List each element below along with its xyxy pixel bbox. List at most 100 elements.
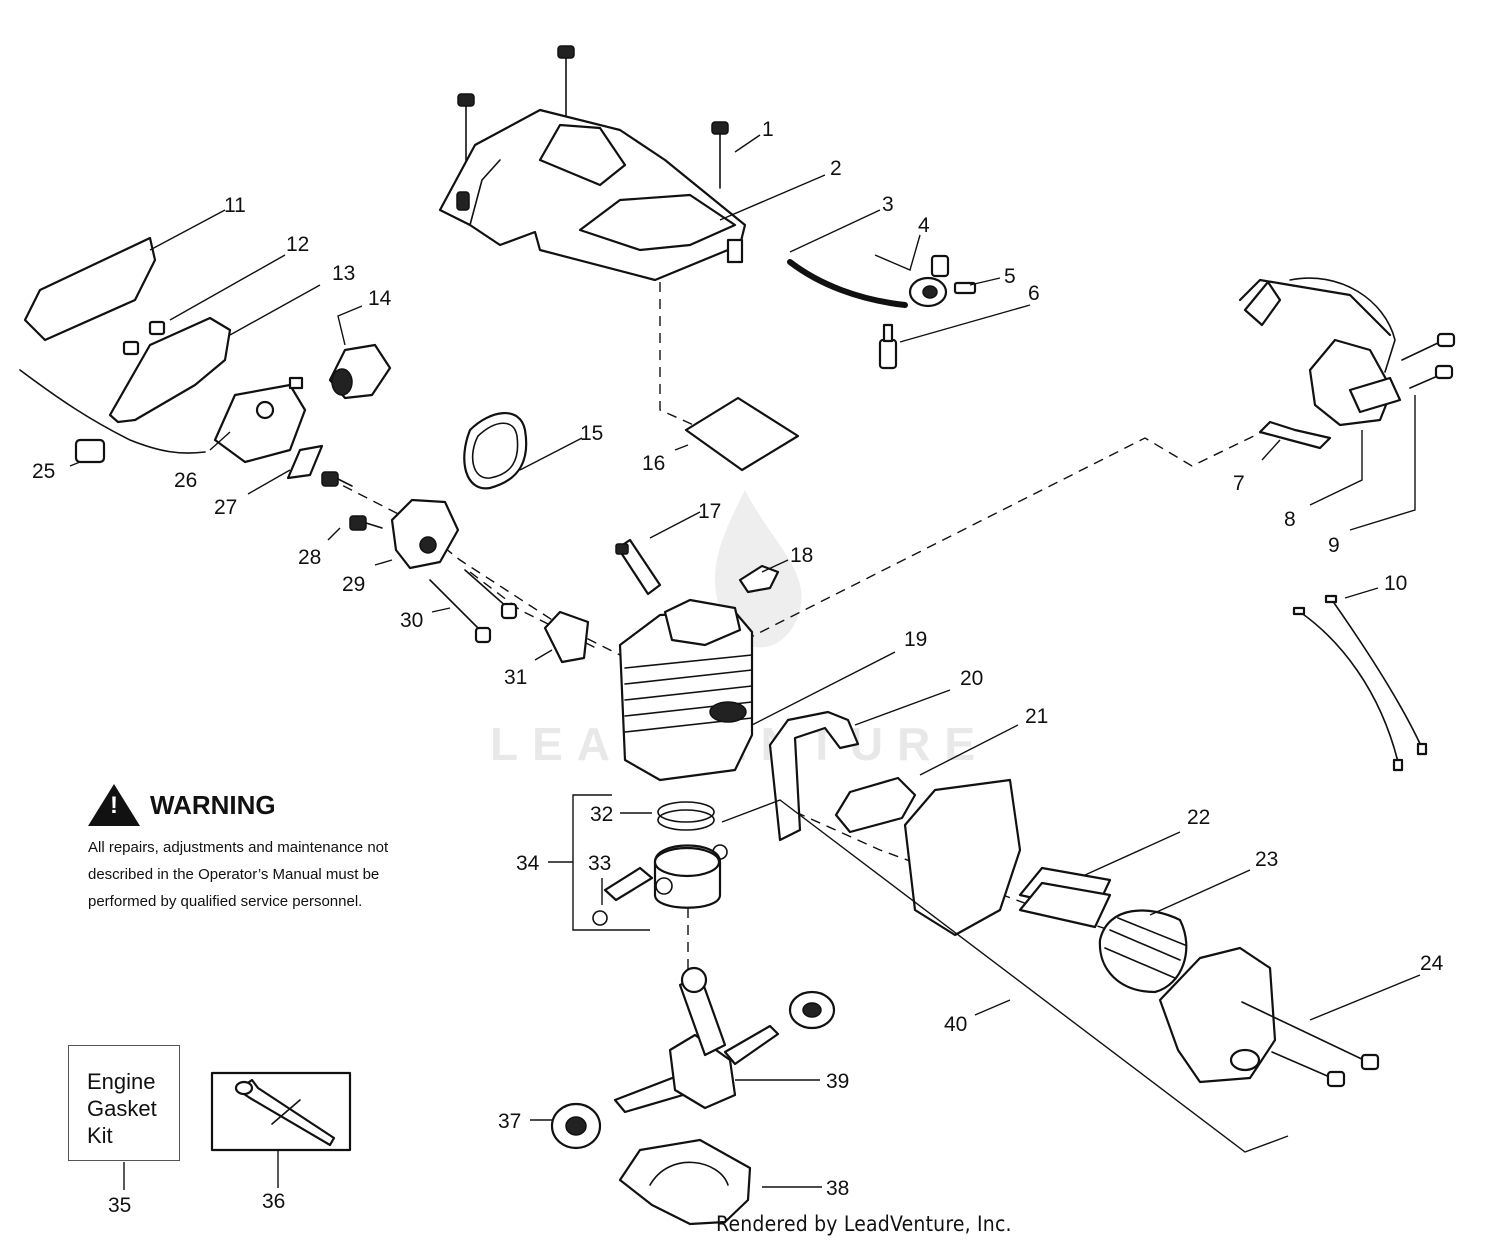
part-15-seal-ring xyxy=(463,412,528,490)
callout-15: 15 xyxy=(580,422,603,445)
assembly-lines xyxy=(327,282,1263,975)
part-36-tool xyxy=(210,1071,352,1152)
callout-39: 39 xyxy=(826,1070,849,1093)
part-16-decal xyxy=(684,396,800,472)
callout-25: 25 xyxy=(32,460,55,483)
leader-lines xyxy=(69,134,1421,1190)
warning-heading: ! WARNING xyxy=(88,784,428,826)
part-31-gasket xyxy=(543,610,590,664)
part-39-bearing xyxy=(788,990,836,1030)
warning-line-1: All repairs, adjustments and maintenance… xyxy=(88,839,389,856)
part-27-gasket xyxy=(286,444,324,480)
part-26-carburetor xyxy=(213,376,307,464)
kit-line-1: Engine xyxy=(87,1069,156,1094)
callout-11: 11 xyxy=(224,194,246,217)
callout-20: 20 xyxy=(960,667,983,690)
part-22-deflector xyxy=(1018,866,1112,929)
part-18-plug-cap xyxy=(738,564,780,594)
part-1-cover-screws xyxy=(457,45,729,189)
part-11-air-filter-cover xyxy=(23,236,157,342)
callout-35: 35 xyxy=(108,1194,131,1217)
callout-16: 16 xyxy=(642,452,665,475)
callout-29: 29 xyxy=(342,573,365,596)
part-32-piston-rings xyxy=(657,801,715,831)
warning-line-3: performed by qualified service personnel… xyxy=(88,893,363,910)
part-24-muffler-bolts xyxy=(1241,1001,1380,1088)
part-40-muffler-cover xyxy=(1158,946,1277,1084)
part-13-air-filter xyxy=(108,316,232,424)
kit-line-2: Gasket xyxy=(87,1096,157,1121)
part-25-grommet xyxy=(74,438,106,464)
callout-24: 24 xyxy=(1420,952,1444,975)
callout-3: 3 xyxy=(882,193,894,216)
callout-23: 23 xyxy=(1255,848,1278,871)
callout-33: 33 xyxy=(588,852,611,875)
callout-4: 4 xyxy=(918,214,930,237)
part-17-spark-plug xyxy=(615,538,662,596)
callout-31: 31 xyxy=(504,666,527,689)
part-40-group-bracket xyxy=(721,799,1289,1153)
callout-40: 40 xyxy=(944,1013,967,1036)
part-10-wire-harness xyxy=(1292,594,1428,772)
callout-18: 18 xyxy=(790,544,813,567)
warning-line-2: described in the Operator’s Manual must … xyxy=(88,866,380,883)
warning-icon: ! xyxy=(88,784,140,826)
callout-17: 17 xyxy=(698,500,721,523)
callout-13: 13 xyxy=(332,262,355,285)
callout-10: 10 xyxy=(1384,572,1407,595)
part-8-ignition-module xyxy=(1238,277,1402,427)
warning-notice: ! WARNING All repairs, adjustments and m… xyxy=(88,784,428,915)
callout-37: 37 xyxy=(498,1110,521,1133)
callout-2: 2 xyxy=(830,157,842,180)
callout-27: 27 xyxy=(214,496,237,519)
part-4-valve xyxy=(908,254,950,308)
part-33-piston-pin xyxy=(592,844,728,926)
part-5-fitting xyxy=(953,281,977,295)
render-credit: Rendered by LeadVenture, Inc. xyxy=(716,1212,1012,1236)
part-29-intake-flange xyxy=(390,498,460,570)
part-12-nuts xyxy=(122,320,166,356)
part-20-heat-shield xyxy=(768,710,860,842)
part-6-pin xyxy=(878,323,898,370)
callout-38: 38 xyxy=(826,1177,849,1200)
callout-labels: 1 2 3 4 5 6 7 8 9 10 11 12 13 14 15 16 1… xyxy=(32,118,1444,1217)
part-26-throttle-cable xyxy=(19,369,206,454)
callout-7: 7 xyxy=(1233,472,1245,495)
callout-9: 9 xyxy=(1328,534,1340,557)
callout-6: 6 xyxy=(1028,282,1040,305)
callout-19: 19 xyxy=(904,628,927,651)
part-7-bracket xyxy=(1258,420,1332,450)
callout-12: 12 xyxy=(286,233,309,256)
part-21-muffler-gasket xyxy=(834,776,917,834)
part-28-screws xyxy=(321,471,383,531)
part-38-crankcase xyxy=(618,1138,752,1226)
callout-26: 26 xyxy=(174,469,197,492)
part-39-crankshaft xyxy=(613,966,780,1114)
part-40-muffler-body xyxy=(903,778,1022,937)
part-37-bearing xyxy=(550,1102,602,1150)
engine-gasket-kit-box: Engine Gasket Kit xyxy=(68,1045,180,1161)
kit-line-3: Kit xyxy=(87,1123,113,1148)
warning-title: WARNING xyxy=(150,789,276,820)
callout-21: 21 xyxy=(1025,705,1048,728)
callout-36: 36 xyxy=(262,1190,285,1213)
callout-32: 32 xyxy=(590,803,613,826)
part-23-spark-screen xyxy=(1098,909,1188,994)
callout-5: 5 xyxy=(1004,265,1016,288)
part-30-bolts xyxy=(429,569,518,644)
part-9-module-screws xyxy=(1401,332,1456,389)
part-14-intake-boot xyxy=(328,343,392,400)
part-19-cylinder xyxy=(618,598,754,782)
part-2-top-cover xyxy=(438,108,747,282)
callout-14: 14 xyxy=(368,287,392,310)
callout-1: 1 xyxy=(762,118,774,141)
callout-30: 30 xyxy=(400,609,423,632)
warning-text: All repairs, adjustments and maintenance… xyxy=(88,834,428,915)
callout-22: 22 xyxy=(1187,806,1210,829)
callout-28: 28 xyxy=(298,546,321,569)
part-3-fuel-hose xyxy=(787,259,908,308)
callout-8: 8 xyxy=(1284,508,1296,531)
part-34-piston xyxy=(653,844,722,909)
callout-34: 34 xyxy=(516,852,540,875)
